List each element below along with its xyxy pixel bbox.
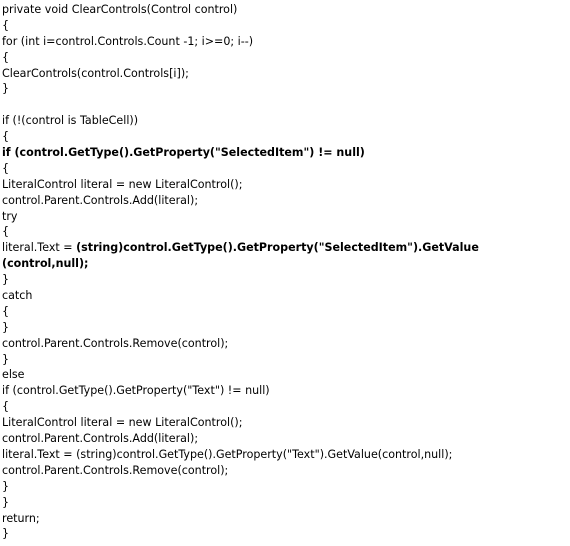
code-line: { (2, 161, 568, 177)
code-line: control.Parent.Controls.Add(literal); (2, 431, 568, 447)
code-line: { (2, 224, 568, 240)
code-line: LiteralControl literal = new LiteralCont… (2, 415, 568, 431)
code-text: literal.Text = (string)control.GetType()… (2, 447, 453, 461)
code-text: { (2, 400, 10, 414)
code-text: LiteralControl literal = new LiteralCont… (2, 416, 243, 430)
code-text: { (2, 18, 10, 32)
code-line: private void ClearControls(Control contr… (2, 2, 568, 18)
code-line (2, 97, 568, 113)
code-line: for (int i=control.Controls.Count -1; i>… (2, 34, 568, 50)
code-line: } (2, 352, 568, 368)
code-line: { (2, 304, 568, 320)
code-text: private void ClearControls(Control contr… (2, 3, 238, 16)
code-text: control.Parent.Controls.Add(literal); (2, 193, 199, 207)
code-line: { (2, 50, 568, 66)
code-text: for (int i=control.Controls.Count -1; i>… (2, 34, 254, 48)
code-text: else (2, 368, 25, 382)
code-line: { (2, 18, 568, 34)
code-text: { (2, 225, 10, 239)
code-line: try (2, 209, 568, 225)
code-text: } (2, 527, 10, 541)
code-line: if (!(control is TableCell)) (2, 113, 568, 129)
code-text-bold: if (control.GetType().GetProperty("Selec… (2, 146, 365, 160)
code-line: if (control.GetType().GetProperty("Text"… (2, 383, 568, 399)
code-line: { (2, 399, 568, 415)
code-text: control.Parent.Controls.Add(literal); (2, 432, 199, 446)
code-text: } (2, 352, 10, 366)
code-line: if (control.GetType().GetProperty("Selec… (2, 145, 568, 161)
code-text: if (control.GetType().GetProperty("Text"… (2, 384, 270, 398)
code-text: if (!(control is TableCell)) (2, 114, 139, 128)
code-line: catch (2, 288, 568, 304)
code-text: } (2, 320, 10, 334)
code-line: } (2, 526, 568, 542)
code-text: } (2, 273, 10, 287)
code-line: control.Parent.Controls.Remove(control); (2, 463, 568, 479)
code-text: } (2, 479, 10, 493)
code-text-bold: (string)control.GetType().GetProperty("S… (76, 241, 479, 255)
code-line: literal.Text = (string)control.GetType()… (2, 240, 568, 256)
code-line: control.Parent.Controls.Add(literal); (2, 193, 568, 209)
code-text: catch (2, 289, 33, 303)
code-line: return; (2, 511, 568, 527)
code-text: ClearControls(control.Controls[i]); (2, 66, 189, 80)
code-text: try (2, 209, 18, 223)
code-line: } (2, 495, 568, 511)
code-text: control.Parent.Controls.Remove(control); (2, 463, 229, 477)
code-text: { (2, 161, 10, 175)
code-text-bold: (control,null); (2, 257, 89, 271)
code-text: } (2, 495, 10, 509)
code-text: { (2, 130, 10, 144)
code-text: literal.Text = (2, 241, 77, 255)
code-text: control.Parent.Controls.Remove(control); (2, 336, 229, 350)
code-text: } (2, 82, 10, 96)
code-line: ClearControls(control.Controls[i]); (2, 66, 568, 82)
code-text: return; (2, 511, 40, 525)
code-line: control.Parent.Controls.Remove(control); (2, 336, 568, 352)
code-line: LiteralControl literal = new LiteralCont… (2, 177, 568, 193)
code-line: } (2, 272, 568, 288)
code-line: literal.Text = (string)control.GetType()… (2, 447, 568, 463)
code-line: } (2, 320, 568, 336)
code-text: { (2, 304, 10, 318)
code-line: else (2, 367, 568, 383)
code-text: LiteralControl literal = new LiteralCont… (2, 177, 243, 191)
code-line: (control,null); (2, 256, 568, 272)
code-line: } (2, 81, 568, 97)
code-line: } (2, 479, 568, 495)
code-text: { (2, 50, 10, 64)
code-line: { (2, 129, 568, 145)
